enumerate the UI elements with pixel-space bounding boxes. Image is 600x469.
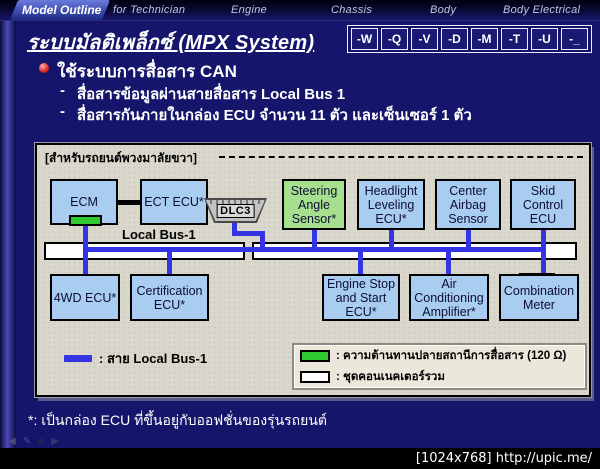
left-edge-bevel bbox=[0, 21, 16, 448]
wire-airbag bbox=[466, 228, 471, 249]
nav-button-u[interactable]: -U bbox=[531, 28, 558, 50]
wire-skid-to-combi bbox=[541, 229, 546, 277]
tab-body-electrical[interactable]: Body Electrical bbox=[503, 4, 581, 16]
tab-engine[interactable]: Engine bbox=[231, 4, 268, 16]
ecu-box-engine-stop-start: Engine Stop and Start ECU* bbox=[322, 274, 400, 321]
wire-steering bbox=[312, 228, 317, 249]
legend-connector-row: : ชุดคอนเนคเตอร์รวม bbox=[300, 368, 579, 386]
dash-marker: - bbox=[60, 103, 65, 120]
legend-bus-swatch bbox=[64, 355, 92, 362]
watermark-text: [1024x768] http://upic.me/ bbox=[415, 451, 592, 466]
legend-bus-label: : สาย Local Bus-1 bbox=[99, 351, 208, 366]
stop-square-icon[interactable]: ■ bbox=[38, 436, 45, 447]
slide-nav-icons: ◀ ✎ ■ ▶ bbox=[8, 436, 59, 447]
ecm-ect-link-wire bbox=[118, 200, 140, 205]
dlc3-label: DLC3 bbox=[216, 204, 255, 219]
wire-ecm-to-4wd bbox=[83, 221, 88, 276]
ecu-box-skid-control: Skid Control ECU bbox=[510, 179, 576, 230]
nav-button-underscore[interactable]: -_ bbox=[561, 28, 588, 50]
ecu-box-combination-meter: Combination Meter bbox=[499, 274, 579, 321]
nav-button-d[interactable]: -D bbox=[441, 28, 468, 50]
footnote: *: เป็นกล่อง ECU ที่ขึ้นอยู่กับออฟชั่นขอ… bbox=[28, 412, 328, 428]
nav-button-v[interactable]: -V bbox=[411, 28, 438, 50]
back-arrow-icon[interactable]: ◀ bbox=[8, 436, 16, 447]
watermark-bar: [1024x768] http://upic.me/ bbox=[0, 448, 600, 469]
section-nav-button-group: -W -Q -V -D -M -T -U -_ bbox=[347, 25, 592, 53]
sub-bullet-2: - สื่อสารกันภายในกล่อง ECU จำนวน 11 ตัว … bbox=[60, 103, 472, 127]
forward-arrow-icon[interactable]: ▶ bbox=[51, 436, 59, 447]
sub-bullet-1-text: สื่อสารข้อมูลผ่านสายสื่อสาร Local Bus 1 bbox=[77, 86, 346, 103]
top-tab-bar: Model Outline for Technician Engine Chas… bbox=[0, 0, 600, 21]
diagram-caption: [สำหรับรถยนต์พวงมาลัยขวา] bbox=[45, 151, 197, 165]
sub-bullet-2-text: สื่อสารกันภายในกล่อง ECU จำนวน 11 ตัว แล… bbox=[77, 107, 472, 124]
wire-certification bbox=[167, 249, 172, 275]
legend-box: : ความต้านทานปลายสถานีการสื่อสาร (120 Ω)… bbox=[292, 343, 587, 390]
red-bullet-icon bbox=[39, 63, 49, 73]
legend-terminator-swatch bbox=[300, 350, 330, 362]
pencil-icon[interactable]: ✎ bbox=[22, 436, 32, 447]
page-title: ระบบมัลติเพล็กซ์ (MPX System) bbox=[27, 32, 315, 54]
bullet-main-text: ใช้ระบบการสื่อสาร CAN bbox=[57, 62, 237, 81]
dlc3-connector: DLC3 bbox=[204, 198, 267, 223]
tab-chassis[interactable]: Chassis bbox=[331, 4, 373, 16]
sensor-box-steering-angle: Steering Angle Sensor* bbox=[282, 179, 346, 230]
local-bus-1-wire bbox=[83, 247, 546, 252]
legend-connector-swatch bbox=[300, 371, 330, 383]
tab-body[interactable]: Body bbox=[430, 4, 457, 16]
nav-button-w[interactable]: -W bbox=[351, 28, 378, 50]
wire-dlc3-jog bbox=[232, 231, 265, 236]
tab-for-technician[interactable]: for Technician bbox=[113, 4, 186, 16]
nav-button-q[interactable]: -Q bbox=[381, 28, 408, 50]
wire-engine-stop bbox=[358, 249, 363, 275]
nav-button-t[interactable]: -T bbox=[501, 28, 528, 50]
ecu-box-air-conditioning: Air Conditioning Amplifier* bbox=[409, 274, 489, 321]
sensor-box-center-airbag: Center Airbag Sensor bbox=[435, 179, 501, 230]
legend-connector-label: : ชุดคอนเนคเตอร์รวม bbox=[336, 371, 445, 383]
ecu-box-headlight-leveling: Headlight Leveling ECU* bbox=[357, 179, 425, 230]
ecu-box-4wd: 4WD ECU* bbox=[50, 274, 120, 321]
legend-terminator-row: : ความต้านทานปลายสถานีการสื่อสาร (120 Ω) bbox=[300, 347, 579, 365]
dash-marker: - bbox=[60, 82, 65, 99]
wire-aircon bbox=[446, 249, 451, 275]
wire-headlight bbox=[389, 228, 394, 249]
ecu-box-certification: Certification ECU* bbox=[130, 274, 209, 321]
legend-terminator-label: : ความต้านทานปลายสถานีการสื่อสาร (120 Ω) bbox=[336, 350, 567, 362]
sub-bullet-1: - สื่อสารข้อมูลผ่านสายสื่อสาร Local Bus … bbox=[60, 82, 345, 106]
wire-dlc3-down bbox=[260, 231, 265, 250]
mpx-diagram-panel: [สำหรับรถยนต์พวงมาลัยขวา] Local Bus-1 EC… bbox=[35, 143, 591, 397]
wire-dlc3-drop bbox=[232, 219, 237, 235]
ecu-box-ect: ECT ECU* bbox=[140, 179, 208, 225]
terminator-ecm bbox=[69, 215, 102, 226]
bus-label: Local Bus-1 bbox=[122, 227, 196, 242]
tab-model-outline[interactable]: Model Outline bbox=[22, 3, 102, 17]
nav-button-m[interactable]: -M bbox=[471, 28, 498, 50]
caption-dashed-line bbox=[219, 156, 583, 158]
